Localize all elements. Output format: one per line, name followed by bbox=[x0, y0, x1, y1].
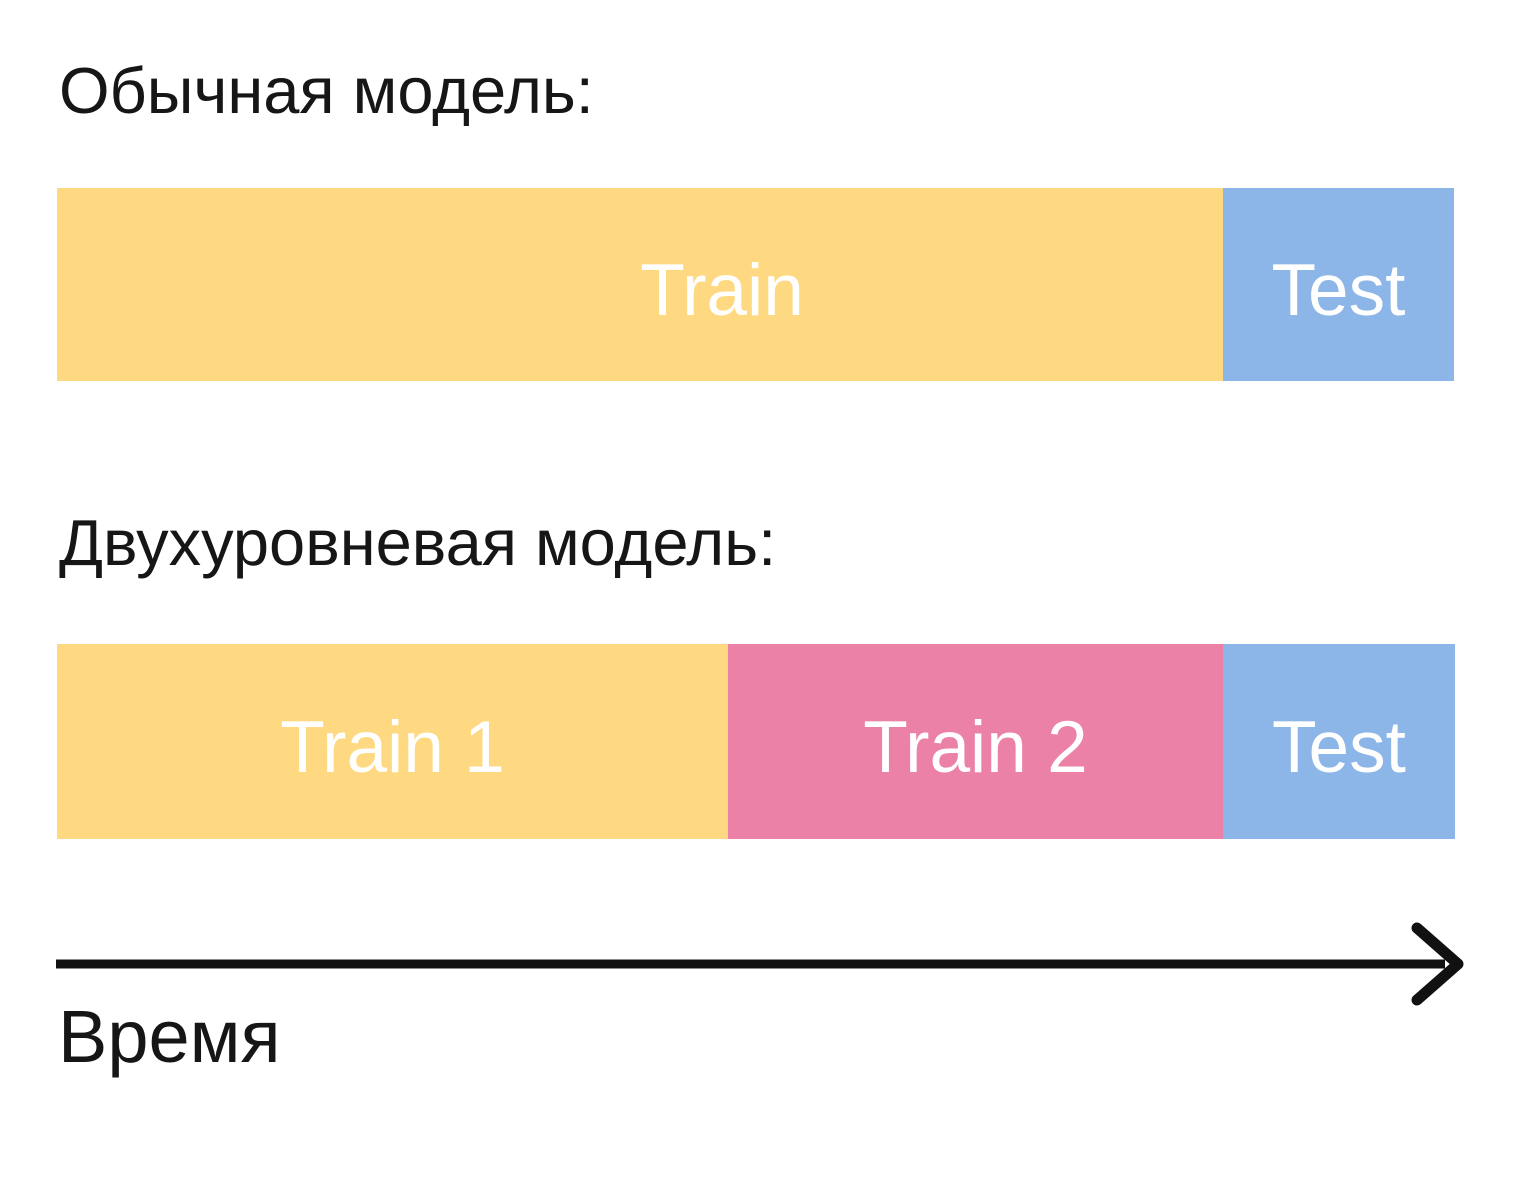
time-axis-label: Время bbox=[58, 995, 281, 1078]
bar-section-label: Train 2 bbox=[863, 707, 1088, 788]
bar-section-train: Train bbox=[57, 188, 1223, 381]
bar-section-test: Test bbox=[1223, 188, 1454, 381]
time-axis-arrowhead-icon bbox=[1411, 922, 1464, 1006]
bar-section-label: Train bbox=[640, 250, 804, 331]
bar-section-label: Test bbox=[1272, 707, 1406, 788]
bar-section-test: Test bbox=[1223, 644, 1455, 839]
bar-section-label: Train 1 bbox=[280, 707, 505, 788]
bar-section-train-1: Train 1 bbox=[57, 644, 728, 839]
bar-section-label: Test bbox=[1271, 250, 1406, 331]
regular-model-title: Обычная модель: bbox=[59, 54, 594, 127]
regular-model-bar: Train Test bbox=[57, 188, 1454, 381]
two-level-model-title: Двухуровневая модель: bbox=[59, 506, 777, 579]
bar-section-train-2: Train 2 bbox=[728, 644, 1223, 839]
two-level-model-bar: Train 1 Train 2 Test bbox=[57, 644, 1455, 839]
